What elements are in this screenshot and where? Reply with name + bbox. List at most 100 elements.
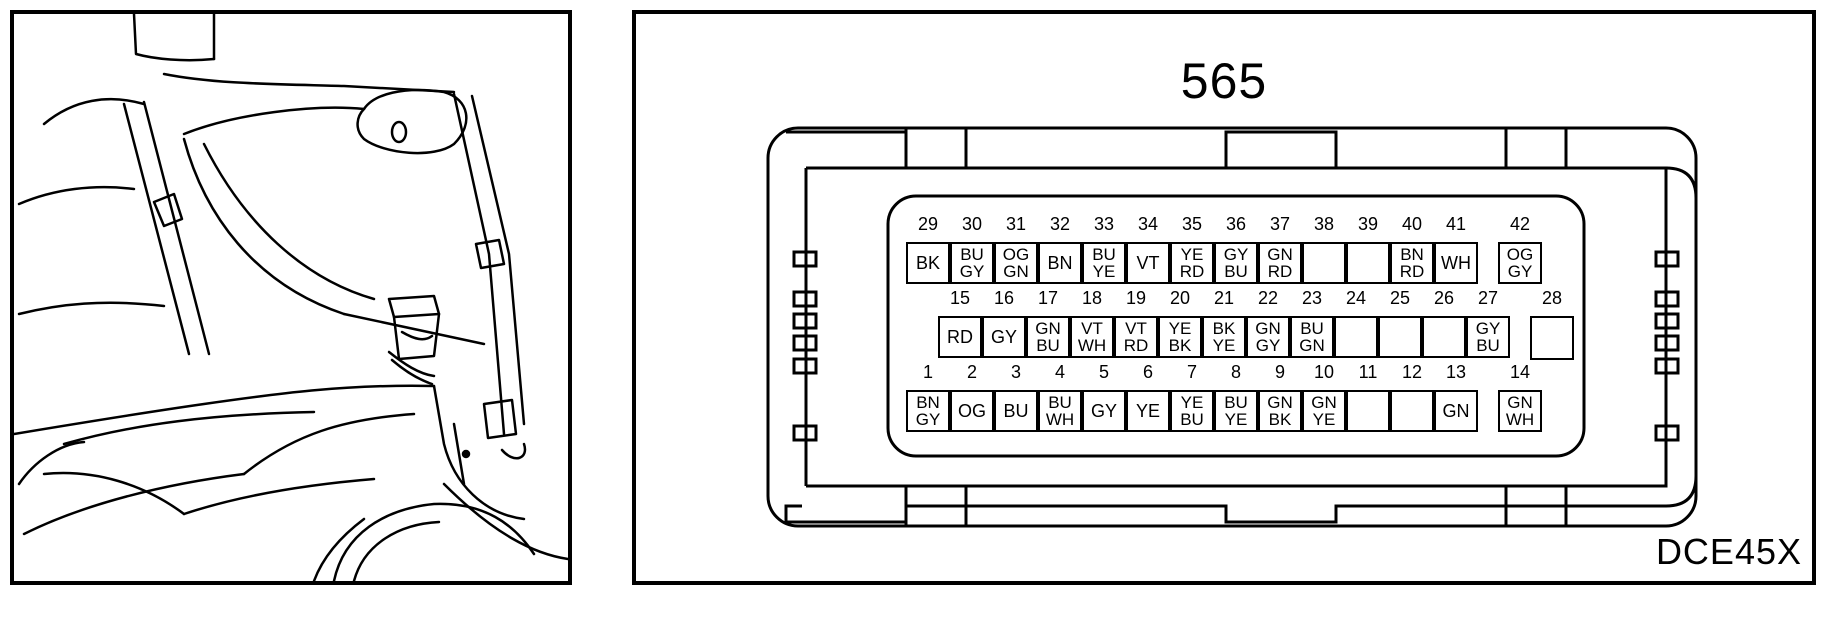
pin-number-40: 40 <box>1401 214 1423 234</box>
wire-color-label: VT <box>1081 319 1103 338</box>
wire-color-label: WH <box>1077 336 1107 355</box>
wire-color-label: GY <box>1223 245 1249 264</box>
wire-color-label: GN <box>1003 262 1029 281</box>
wire-color-label: RD <box>1179 262 1205 281</box>
wire-color-label: BU <box>1092 245 1116 264</box>
pin-cavity-34: VT <box>1126 242 1170 284</box>
wire-color-label: BK <box>1168 336 1192 355</box>
pin-number-10: 10 <box>1313 362 1335 382</box>
wire-color-label: BU <box>1036 336 1060 355</box>
wire-color-label: RD <box>1267 262 1293 281</box>
pin-number-37: 37 <box>1269 214 1291 234</box>
pin-number-12: 12 <box>1401 362 1423 382</box>
pin-number-26: 26 <box>1433 288 1455 308</box>
pin-cavity-11 <box>1346 390 1390 432</box>
pin-cavity-12 <box>1390 390 1434 432</box>
wire-color-label: YE <box>1092 262 1116 281</box>
pin-cavity-32: BN <box>1038 242 1082 284</box>
pin-cavity-6: YE <box>1126 390 1170 432</box>
wire-color-label: GY <box>1255 336 1281 355</box>
pin-number-4: 4 <box>1054 362 1065 382</box>
wire-color-label: OG <box>1002 245 1030 264</box>
pin-number-2: 2 <box>966 362 977 382</box>
pin-cavity-25 <box>1378 316 1422 358</box>
pin-cavity-38 <box>1302 242 1346 284</box>
pin-number-29: 29 <box>917 214 939 234</box>
connector-housing <box>766 126 1698 528</box>
wire-color-label: BN <box>1400 245 1424 264</box>
pin-cavity-28 <box>1530 316 1574 360</box>
wire-color-label: GN <box>1267 245 1293 264</box>
pin-number-21: 21 <box>1213 288 1235 308</box>
pin-cavity-2: OG <box>950 390 994 432</box>
wire-color-label: GN <box>1442 400 1470 421</box>
pin-number-42: 42 <box>1509 214 1531 234</box>
pin-number-38: 38 <box>1313 214 1335 234</box>
diagram-code: DCE45X <box>1655 531 1802 572</box>
pin-number-13: 13 <box>1445 362 1467 382</box>
wire-color-label: GN <box>1267 393 1293 412</box>
wire-color-label: RD <box>1123 336 1149 355</box>
wire-color-label: OG <box>1506 245 1534 264</box>
wire-color-label: BU <box>1180 410 1204 429</box>
pin-number-7: 7 <box>1186 362 1197 382</box>
wire-color-label: GY <box>915 410 941 429</box>
wire-color-label: BK <box>1212 319 1236 338</box>
pin-cavity-16: GY <box>982 316 1026 358</box>
pin-cavity-41: WH <box>1434 242 1478 284</box>
wire-color-label: YE <box>1180 245 1204 264</box>
connector-number: 565 <box>1180 53 1268 109</box>
pin-number-31: 31 <box>1005 214 1027 234</box>
pin-number-9: 9 <box>1274 362 1285 382</box>
wire-color-label: GN <box>1311 393 1337 412</box>
wire-color-label: BU <box>1003 400 1029 421</box>
pin-number-28: 28 <box>1541 288 1563 308</box>
location-illustration-panel <box>10 10 572 585</box>
pin-number-18: 18 <box>1081 288 1103 308</box>
pin-cavity-26 <box>1422 316 1466 358</box>
wire-color-label: WH <box>1045 410 1075 429</box>
pin-number-23: 23 <box>1301 288 1323 308</box>
pin-cavity-13: GN <box>1434 390 1478 432</box>
pin-number-32: 32 <box>1049 214 1071 234</box>
pin-number-41: 41 <box>1445 214 1467 234</box>
wire-color-label: OG <box>957 400 986 421</box>
wire-color-label: VT <box>1125 319 1147 338</box>
pin-cavity-5: GY <box>1082 390 1126 432</box>
pin-number-19: 19 <box>1125 288 1147 308</box>
pin-cavity-15: RD <box>938 316 982 358</box>
wire-color-label: BU <box>1224 393 1248 412</box>
pin-number-24: 24 <box>1345 288 1367 308</box>
wire-color-label: YE <box>1180 393 1204 412</box>
wire-color-label: RD <box>947 326 973 347</box>
pin-number-17: 17 <box>1037 288 1059 308</box>
wire-color-label: BU <box>1300 319 1324 338</box>
pin-number-5: 5 <box>1098 362 1109 382</box>
pin-number-36: 36 <box>1225 214 1247 234</box>
pin-number-25: 25 <box>1389 288 1411 308</box>
pin-number-22: 22 <box>1257 288 1279 308</box>
pin-number-14: 14 <box>1509 362 1531 382</box>
wire-color-label: GY <box>1507 262 1533 281</box>
pin-number-20: 20 <box>1169 288 1191 308</box>
wire-color-label: BN <box>1047 252 1073 273</box>
wire-color-label: BN <box>916 393 940 412</box>
wire-color-label: BU <box>1476 336 1500 355</box>
